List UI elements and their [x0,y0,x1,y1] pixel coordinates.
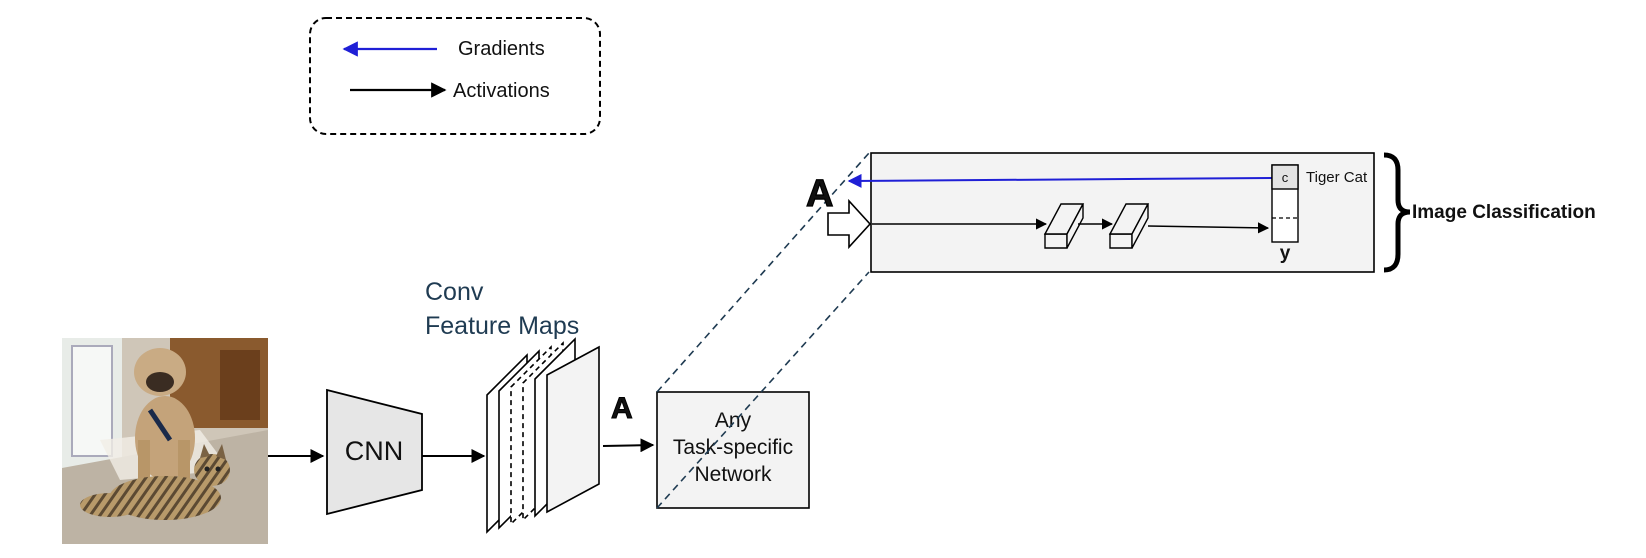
task-network-box: Any Task-specific Network [656,391,810,509]
feature-maps-stack [486,337,600,534]
zoom-projection-line [656,271,870,509]
image-classification-label: Image Classification [1412,202,1596,223]
activation-symbol: A [611,392,633,425]
output-vector: c [1271,164,1299,243]
activations-legend-label: Activations [453,80,550,102]
hollow-input-arrow-icon [827,198,872,250]
task-network-label-line1: Any [715,409,752,432]
cnn-block: CNN [326,388,423,516]
task-network-label-line2: Task-specific [673,436,793,459]
fc-layer-block [1108,203,1150,249]
activation-arrow [602,438,655,453]
gradient-arrow [847,173,1273,188]
output-class-name: Tiger Cat [1306,169,1368,186]
output-label: y [1280,243,1291,264]
activation-arrow [1147,222,1270,234]
zoom-projection-line [656,152,870,393]
curly-brace-icon [1383,152,1411,273]
feature-maps-label-line2: Feature Maps [425,312,579,340]
classification-network-box: A c Tiger Cat y [805,152,1375,273]
gradients-legend-label: Gradients [458,38,545,60]
input-image [62,338,268,544]
legend: Gradients Activations [309,17,601,135]
output-class-cell-label: c [1282,170,1289,185]
cnn-label: CNN [345,436,404,466]
fc-layer-block [1043,203,1085,249]
feature-maps-label-line1: Conv [425,278,484,306]
legend-box [309,17,601,135]
classification-activation-symbol: A [806,173,833,215]
output-class-cell [1271,164,1299,190]
task-network-label-line3: Network [694,463,772,486]
